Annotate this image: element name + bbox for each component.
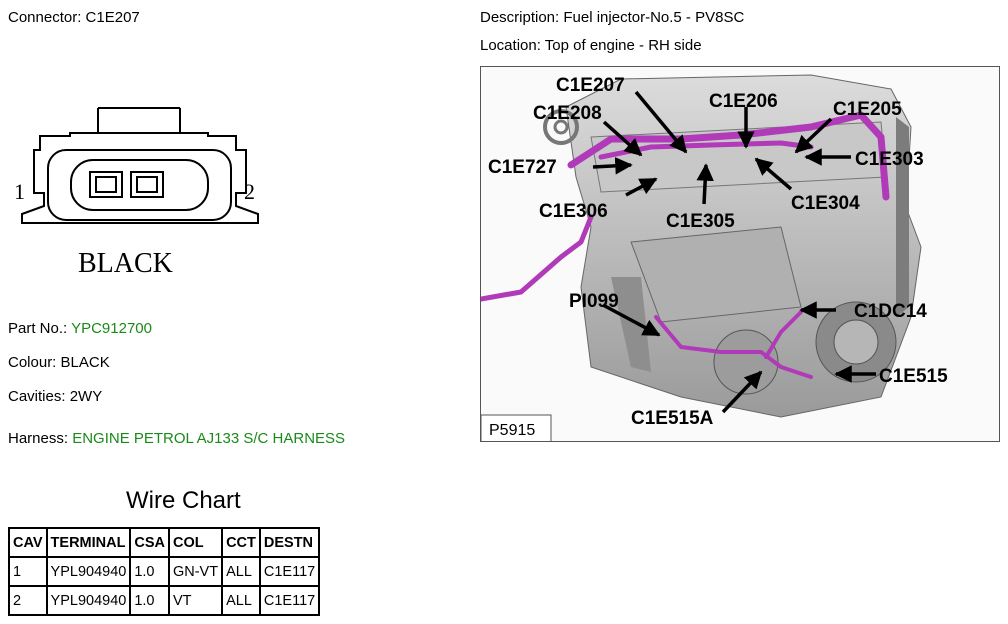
- connector-label: Connector:: [8, 9, 82, 26]
- wire-chart-header-row: CAV TERMINAL CSA COL CCT DESTN: [8, 527, 321, 558]
- colour-value: BLACK: [60, 354, 110, 371]
- cell-col: GN-VT: [167, 556, 224, 587]
- callout-c1e208: C1E208: [533, 103, 602, 124]
- callout-arrows: [592, 90, 876, 414]
- col-header-cav: CAV: [8, 527, 48, 558]
- callout-c1e207: C1E207: [556, 75, 625, 96]
- connector-value: C1E207: [85, 9, 140, 26]
- description-line: Description: Fuel injector-No.5 - PV8SC: [480, 9, 744, 26]
- harness-line: Harness: ENGINE PETROL AJ133 S/C HARNESS: [8, 430, 345, 447]
- harness-value: ENGINE PETROL AJ133 S/C HARNESS: [72, 430, 346, 447]
- cell-cct: ALL: [221, 585, 261, 616]
- colour-line: Colour: BLACK: [8, 354, 110, 371]
- connector-heading: Connector: C1E207: [8, 9, 140, 26]
- connector-face-drawing: 1 2 BLACK: [14, 107, 259, 279]
- wire-chart-table: CAV TERMINAL CSA COL CCT DESTN 1 YPL9049…: [8, 527, 321, 616]
- callout-c1e515: C1E515: [879, 366, 948, 387]
- cell-destn: C1E117: [258, 585, 321, 616]
- location-label: Location:: [480, 37, 541, 54]
- callout-c1e727: C1E727: [488, 157, 557, 178]
- callout-c1e305: C1E305: [666, 211, 735, 232]
- harness-label: Harness:: [8, 430, 69, 447]
- col-header-terminal: TERMINAL: [45, 527, 132, 558]
- callout-c1e306: C1E306: [539, 201, 608, 222]
- cell-destn: C1E117: [258, 556, 321, 587]
- part-no-value: YPC912700: [71, 320, 152, 337]
- cell-terminal: YPL904940: [45, 585, 132, 616]
- callout-c1e515a: C1E515A: [631, 408, 714, 429]
- callout-c1e303: C1E303: [855, 149, 924, 170]
- col-header-col: COL: [167, 527, 224, 558]
- figure-ref-box: [481, 414, 552, 441]
- description-value: Fuel injector-No.5 - PV8SC: [563, 9, 745, 26]
- cell-col: VT: [167, 585, 224, 616]
- part-no-label: Part No.:: [8, 320, 68, 337]
- location-line: Location: Top of engine - RH side: [480, 37, 702, 54]
- callout-c1e206: C1E206: [709, 91, 778, 112]
- pin-1-label: 1: [14, 179, 25, 204]
- cell-cav: 2: [8, 585, 48, 616]
- cell-csa: 1.0: [129, 585, 170, 616]
- table-row: 1 YPL904940 1.0 GN-VT ALL C1E117: [8, 556, 321, 587]
- wire-chart-title: Wire Chart: [126, 487, 241, 514]
- callout-c1e205: C1E205: [833, 99, 902, 120]
- description-label: Description:: [480, 9, 560, 26]
- engine-location-image: C1E207 C1E208 C1E206 C1E205 C1E727 C1E30…: [480, 66, 1000, 442]
- callout-c1dc14: C1DC14: [854, 301, 927, 322]
- cavities-value: 2WY: [69, 388, 103, 405]
- col-header-csa: CSA: [129, 527, 170, 558]
- colour-label: Colour:: [8, 354, 57, 371]
- cell-cav: 1: [8, 556, 48, 587]
- location-value: Top of engine - RH side: [544, 37, 702, 54]
- col-header-destn: DESTN: [258, 527, 321, 558]
- cavities-line: Cavities: 2WY: [8, 388, 102, 405]
- engine-block-shape: [543, 74, 922, 418]
- colour-caption: BLACK: [78, 248, 173, 279]
- callout-c1e304: C1E304: [791, 193, 860, 214]
- table-row: 2 YPL904940 1.0 VT ALL C1E117: [8, 585, 321, 616]
- col-header-cct: CCT: [221, 527, 261, 558]
- part-no-line: Part No.: YPC912700: [8, 320, 152, 337]
- cell-cct: ALL: [221, 556, 261, 587]
- pin-2-label: 2: [244, 179, 255, 204]
- figure-ref: P5915: [489, 422, 535, 439]
- cell-terminal: YPL904940: [45, 556, 132, 587]
- callout-pi099: PI099: [569, 291, 619, 312]
- cavities-label: Cavities:: [8, 388, 66, 405]
- engine-illustration: C1E207 C1E208 C1E206 C1E205 C1E727 C1E30…: [481, 74, 948, 441]
- cell-csa: 1.0: [129, 556, 170, 587]
